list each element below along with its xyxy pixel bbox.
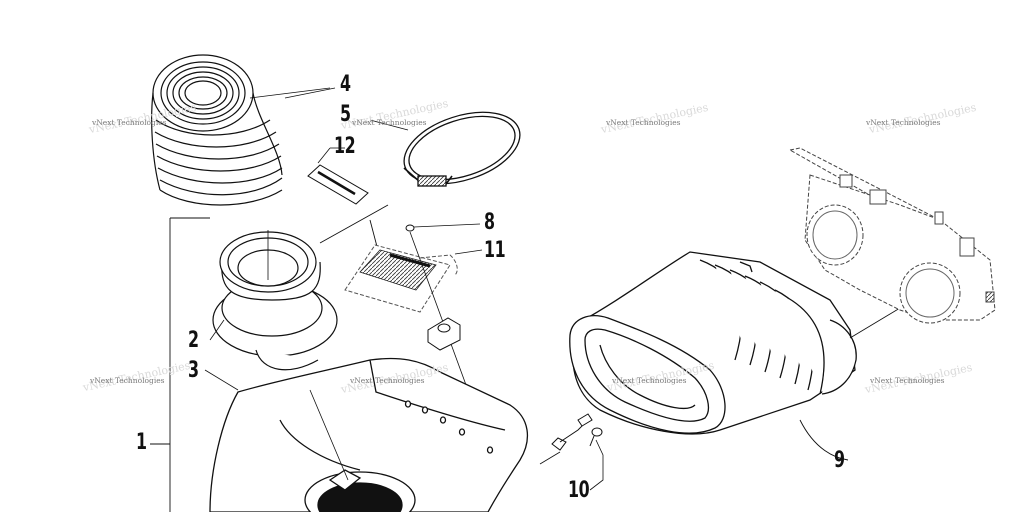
callout-11: 11 (484, 238, 506, 263)
part-11-decal (344, 244, 458, 313)
part-5-clamp (369, 111, 521, 187)
part-3-airbox-housing (204, 357, 529, 512)
watermark: vNext Technologies (612, 376, 687, 385)
watermark: vNext Technologies (870, 376, 945, 385)
part-9-flex-duct (569, 251, 906, 461)
callout-12: 12 (334, 134, 356, 159)
watermark: vNext Technologies (350, 376, 425, 385)
callout-2: 2 (188, 328, 199, 353)
callout-10: 10 (568, 478, 590, 503)
callout-8: 8 (484, 210, 495, 235)
callout-3: 3 (188, 358, 199, 383)
part-12-bracket (307, 147, 369, 205)
part-10-hardware (539, 413, 604, 491)
callout-4: 4 (340, 72, 351, 97)
watermark: vNext Technologies (90, 376, 165, 385)
watermark: vNext Technologies (352, 118, 427, 127)
assembly-1-bracket-line (150, 204, 389, 512)
throttle-body-assembly (788, 147, 996, 324)
watermark: vNext Technologies (92, 118, 167, 127)
watermark: vNext Technologies (606, 118, 681, 127)
part-4-bellows-boot (151, 54, 331, 206)
callout-leaders (284, 87, 483, 255)
callout-5: 5 (340, 102, 351, 127)
watermark: vNext Technologies (866, 118, 941, 127)
part-2-intake-adapter (209, 230, 338, 371)
callout-1: 1 (136, 430, 147, 455)
callout-9: 9 (834, 448, 845, 473)
